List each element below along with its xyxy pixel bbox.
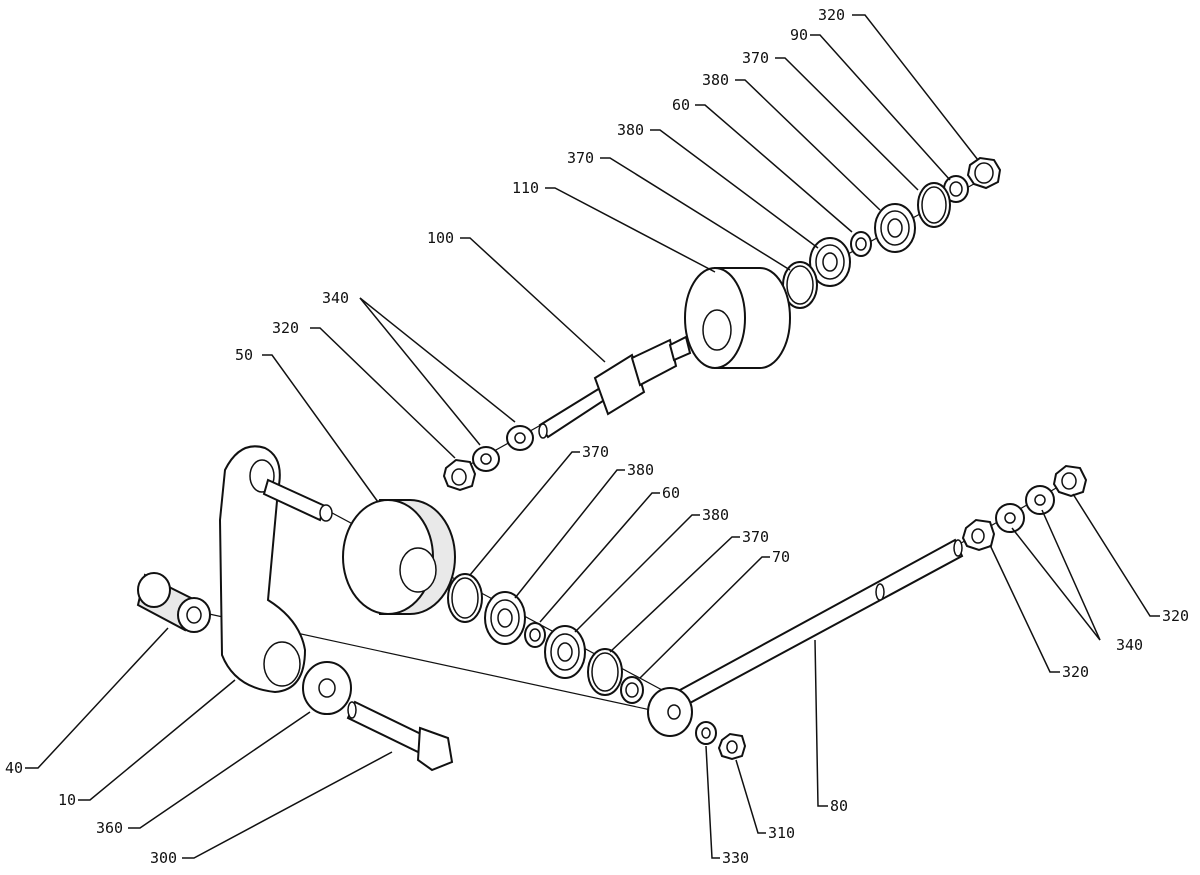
leader-310	[735, 759, 766, 834]
leader-340-right-b	[1041, 509, 1101, 641]
bushing-40	[136, 572, 211, 633]
callout-320-far: 320	[1162, 607, 1189, 625]
callout-370-top: 370	[742, 49, 769, 67]
callout-70: 70	[772, 548, 790, 566]
leader-70	[639, 556, 770, 679]
spacer-70	[620, 676, 644, 704]
snap-ring-370-mid	[447, 573, 483, 623]
washer-360	[302, 661, 352, 715]
callout-380-mid: 380	[627, 461, 654, 479]
leader-60-mid	[539, 492, 660, 623]
arm-assembly	[136, 445, 454, 772]
leader-320-right	[989, 544, 1060, 673]
leader-380-top	[735, 79, 881, 211]
leader-360	[128, 711, 311, 829]
shaft-80	[678, 538, 964, 706]
callout-50: 50	[235, 346, 253, 364]
spacer-60-top	[850, 231, 872, 257]
callout-100: 100	[427, 229, 454, 247]
leader-100	[460, 237, 606, 363]
leader-320-far	[1072, 493, 1160, 617]
callout-110: 110	[512, 179, 539, 197]
leader-50	[262, 354, 379, 503]
assembly-axes	[199, 174, 1071, 713]
callout-340-upper: 340	[322, 289, 349, 307]
callout-360: 360	[96, 819, 123, 837]
arm-stub-shaft	[262, 478, 333, 522]
spacer-60-mid	[524, 622, 546, 648]
eye-end-80	[647, 687, 693, 737]
callout-370-upper: 370	[567, 149, 594, 167]
snap-ring-370-low	[587, 648, 623, 696]
leader-320-top	[852, 14, 979, 161]
leader-370-low	[609, 536, 740, 653]
callout-380-top: 380	[702, 71, 729, 89]
bearing-380-top	[874, 203, 916, 253]
callout-380-upper: 380	[617, 121, 644, 139]
bearing-380-mid	[484, 591, 526, 645]
callout-300: 300	[150, 849, 177, 867]
leader-380-upper	[650, 129, 819, 249]
leader-340-upper-b	[359, 297, 516, 423]
callout-340-right: 340	[1116, 636, 1143, 654]
leader-340-right-a	[1011, 527, 1101, 641]
shaft-100	[538, 335, 692, 439]
snap-ring-370-upper	[782, 261, 818, 309]
callout-40: 40	[5, 759, 23, 777]
callout-320-right: 320	[1062, 663, 1089, 681]
callout-60-top: 60	[672, 96, 690, 114]
callout-320-upper: 320	[272, 319, 299, 337]
upper-roller-assembly	[442, 156, 1002, 492]
bearing-380-low	[544, 625, 586, 679]
washers-340-right	[995, 485, 1055, 533]
bearing-380-upper	[809, 237, 851, 287]
leader-110	[545, 187, 716, 273]
callout-380-low: 380	[702, 506, 729, 524]
arm-10	[218, 445, 307, 694]
callout-80: 80	[830, 797, 848, 815]
nut-320-far	[1052, 464, 1088, 498]
leader-320-upper	[310, 327, 456, 459]
nut-320-top	[966, 156, 1002, 190]
snap-ring-370-top	[917, 182, 951, 228]
washers-340-upper	[472, 425, 534, 472]
callout-10: 10	[58, 791, 76, 809]
leader-380-mid	[514, 469, 625, 599]
leader-340-upper-a	[359, 297, 481, 446]
leader-300	[182, 751, 393, 859]
leader-370-upper	[600, 157, 791, 271]
leader-90	[810, 34, 951, 181]
callout-60-mid: 60	[662, 484, 680, 502]
callout-90: 90	[790, 26, 808, 44]
callout-370-mid: 370	[582, 443, 609, 461]
nut-310	[717, 732, 747, 761]
callout-370-low: 370	[742, 528, 769, 546]
callout-labels: 320 90 370 380 60 380 370 110 100 340 32…	[5, 6, 1189, 867]
leader-40	[25, 627, 169, 769]
lower-roller-assembly	[342, 499, 644, 704]
roller-50	[342, 499, 456, 615]
nut-320-upper	[442, 458, 477, 492]
callout-330: 330	[722, 849, 749, 867]
callout-320-top: 320	[818, 6, 845, 24]
nut-320-right	[961, 518, 996, 552]
leader-80	[814, 639, 828, 807]
leader-330	[705, 745, 720, 859]
leader-380-low	[574, 514, 700, 633]
callout-310: 310	[768, 824, 795, 842]
leader-60-top	[695, 104, 853, 233]
leader-370-top	[775, 57, 919, 191]
leader-370-mid	[469, 451, 580, 576]
bolt-300	[346, 700, 454, 772]
roller-110	[684, 267, 791, 369]
leader-lines	[25, 14, 1160, 859]
leader-10	[78, 679, 236, 801]
washer-330	[695, 721, 717, 745]
